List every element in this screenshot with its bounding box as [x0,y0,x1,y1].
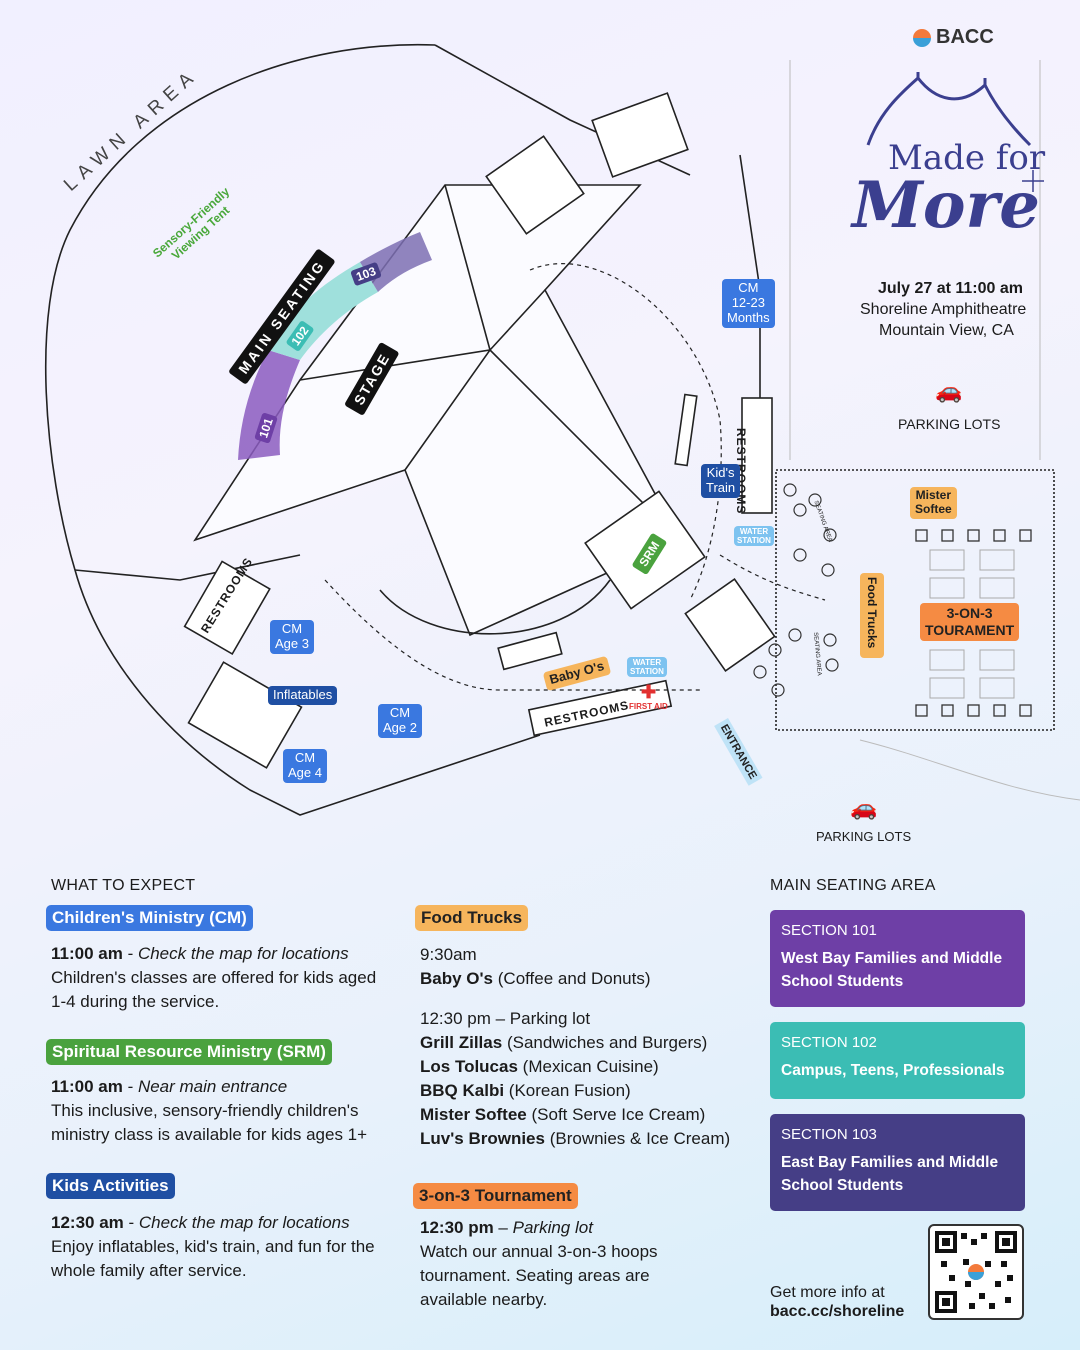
bacc-logo: BACC [913,26,994,49]
vendor-row: Grill Zillas (Sandwiches and Burgers) [420,1033,708,1052]
event-date: July 27 at 11:00 am [878,280,1023,297]
food-trucks-tag: Food Trucks [860,573,884,658]
car-icon: 🚗 [850,795,878,820]
more-info-link[interactable]: bacc.cc/shoreline [770,1303,905,1320]
section-103-card: SECTION 103 East Bay Families and Middle… [770,1114,1025,1211]
tournament-lot [775,469,1055,731]
kids-details: 12:30 am - Check the map for locations E… [51,1213,375,1280]
food-trucks-pill: Food Trucks [415,905,529,931]
parking-lots-label-bottom: PARKING LOTS [816,829,912,844]
what-to-expect-heading: WHAT TO EXPECT [51,877,196,894]
event-title-line2: More [852,168,1040,243]
event-title-line1: Made for [888,138,1046,178]
more-info-line1: Get more info at [770,1284,885,1301]
vendor-row: Mister Softee (Soft Serve Ice Cream) [420,1105,706,1124]
made-for-more-tent-icon [866,72,1032,147]
qr-code-pattern [935,1231,1017,1313]
event-venue: Shoreline Amphitheatre [860,301,1027,318]
lawn-outline [44,43,541,816]
sparkle-icon [1022,170,1044,192]
cm-pill: Children's Ministry (CM) [46,905,253,931]
bacc-logo-icon [913,28,931,47]
vendor-row: BBQ Kalbi (Korean Fusion) [420,1081,631,1100]
inflatables-tag: Inflatables [268,686,338,705]
section-102-card: SECTION 102 Campus, Teens, Professionals [770,1022,1025,1099]
srm-details: 11:00 am - Near main entrance This inclu… [51,1077,368,1144]
vendor-row: Luv's Brownies (Brownies & Ice Cream) [420,1129,731,1148]
tournament-details: 12:30 pm – Parking lot Watch our annual … [420,1218,658,1309]
cm-details: 11:00 am - Check the map for locations C… [51,944,377,1011]
section-101-card: SECTION 101 West Bay Families and Middle… [770,910,1025,1007]
section-101-arc [238,350,300,460]
event-city: Mountain View, CA [879,322,1014,339]
kids-pill: Kids Activities [46,1173,175,1199]
tournament-pill: 3-on-3 Tournament [413,1183,578,1209]
main-seating-heading: MAIN SEATING AREA [770,877,936,894]
parking-lots-label-top: PARKING LOTS [898,416,1001,432]
food-trucks-details: 9:30am Baby O's (Coffee and Donuts) 12:3… [420,943,750,1151]
first-aid-label: FIRST AID [629,702,668,711]
first-aid-icon: ✚ [641,682,657,702]
car-icon: 🚗 [935,378,963,403]
vendor-row: Los Tolucas (Mexican Cuisine) [420,1057,659,1076]
qr-code[interactable] [928,1224,1024,1320]
srm-pill: Spiritual Resource Ministry (SRM) [46,1039,332,1065]
